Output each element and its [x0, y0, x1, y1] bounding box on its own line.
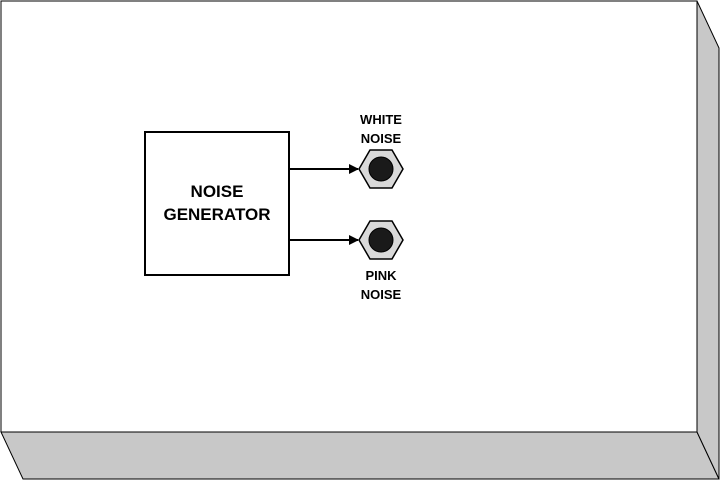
white-noise-jack-hole	[368, 156, 394, 182]
panel-front-face	[0, 0, 698, 433]
noise-generator-label-line1: NOISE	[191, 182, 244, 201]
noise-generator-block: NOISE GENERATOR	[144, 131, 290, 276]
panel-bottom-face	[0, 431, 720, 480]
pink-noise-label-line1: PINK	[365, 268, 397, 283]
panel-right-face	[696, 0, 720, 480]
white-noise-label-line1: WHITE	[360, 112, 402, 127]
pink-noise-label-line2: NOISE	[361, 287, 402, 302]
white-noise-output: WHITE NOISE	[358, 112, 404, 189]
pink-noise-jack-hole	[368, 227, 394, 253]
white-noise-label-line2: NOISE	[361, 131, 402, 146]
pink-noise-output: PINK NOISE	[358, 220, 404, 302]
noise-generator-box	[144, 131, 290, 276]
noise-generator-label-line2: GENERATOR	[163, 205, 270, 224]
